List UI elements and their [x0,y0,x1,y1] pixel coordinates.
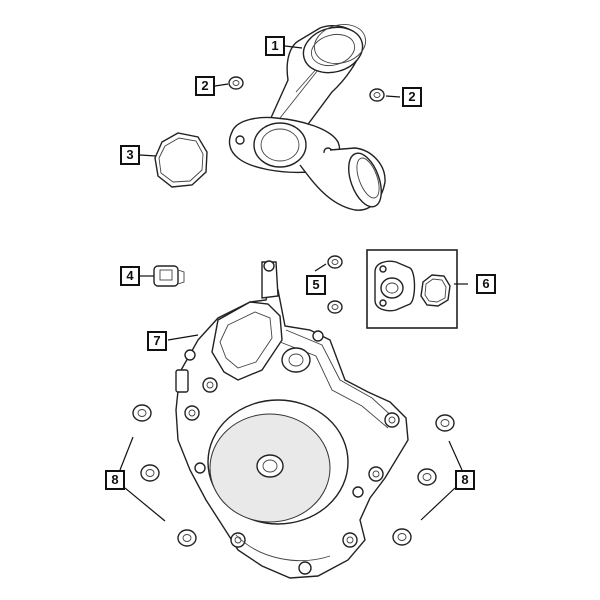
water-outlet-pipe[interactable] [228,19,388,211]
callout-1[interactable]: 1 [265,36,285,56]
bolt-small-upper[interactable] [327,255,343,269]
callout-2b[interactable]: 2 [402,87,422,107]
callout-7[interactable]: 7 [147,331,167,351]
temperature-sensor[interactable] [153,265,185,287]
nut-right[interactable] [369,88,385,102]
callout-6[interactable]: 6 [476,274,496,294]
callout-8b[interactable]: 8 [455,470,475,490]
callout-3[interactable]: 3 [120,145,140,165]
callout-5[interactable]: 5 [306,275,326,295]
o-ring-large[interactable] [154,132,208,188]
leader-lines [119,45,468,522]
mounting-bolt-right-3[interactable] [392,528,412,546]
callout-2a[interactable]: 2 [195,76,215,96]
callout-4[interactable]: 4 [120,266,140,286]
callout-8a[interactable]: 8 [105,470,125,490]
mounting-bolt-right-2[interactable] [417,468,437,486]
mounting-bolt-left-2[interactable] [140,464,160,482]
fitting-kit-box[interactable] [366,249,458,329]
mounting-bolt-right-1[interactable] [435,414,455,432]
water-pump-housing[interactable] [175,260,409,579]
nut-left[interactable] [228,76,244,90]
mounting-bolt-left-1[interactable] [132,404,152,422]
bolt-small-lower[interactable] [327,300,343,314]
mounting-bolt-left-3[interactable] [177,529,197,547]
